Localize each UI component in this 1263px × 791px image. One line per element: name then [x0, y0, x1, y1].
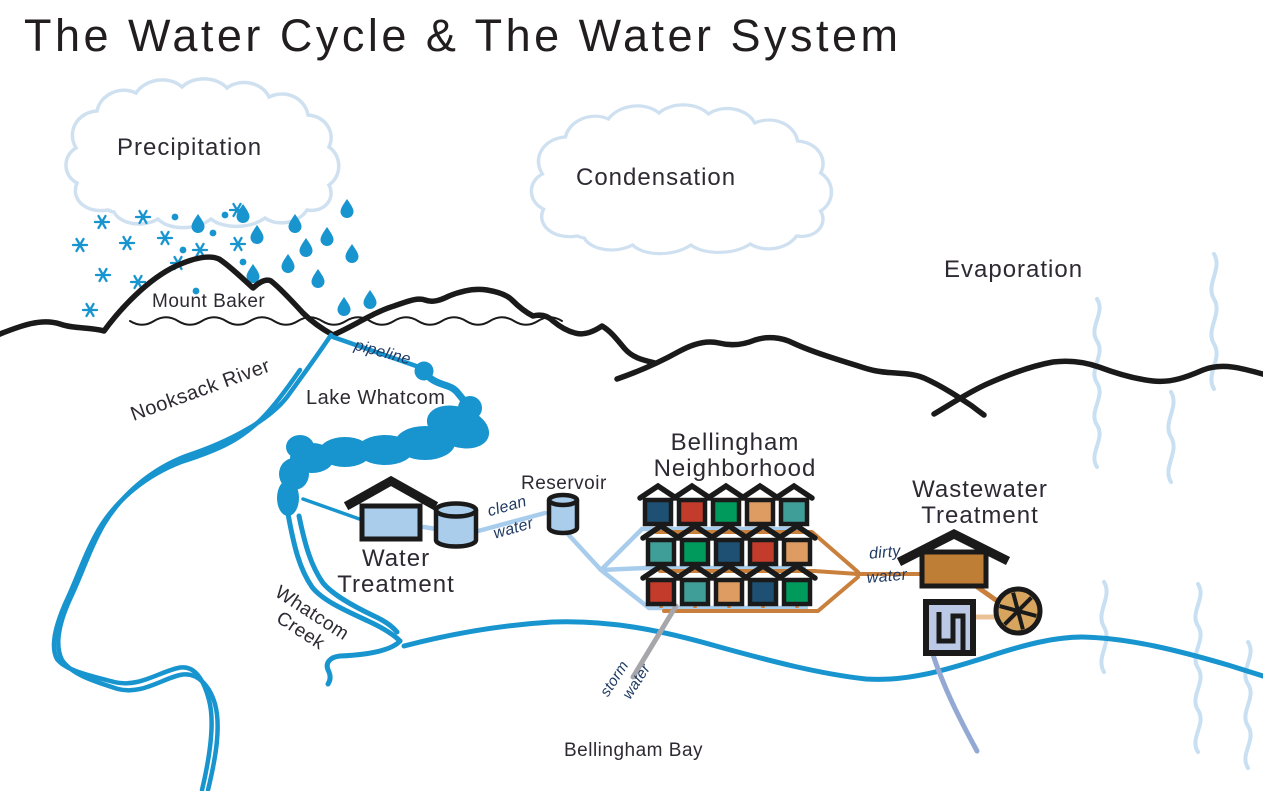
- bay-shoreline-icon: [401, 619, 1263, 682]
- evaporation-waves-icon: [1092, 252, 1253, 770]
- raindrop-icon: [340, 199, 354, 218]
- condensation-cloud-icon: [529, 103, 834, 256]
- house-icon: [705, 482, 747, 529]
- lake-whatcom-label: Lake Whatcom: [306, 387, 446, 409]
- lake-to-treatment-pipe: [301, 497, 367, 523]
- snowflake-icon: [229, 236, 247, 252]
- house-icon: [674, 562, 716, 608]
- raindrop-icon: [320, 227, 334, 246]
- sun-icon: [995, 0, 1263, 224]
- bellingham-neighborhood-label-line1: Bellingham: [670, 429, 800, 456]
- treatment-wheel-icon: [993, 586, 1043, 636]
- lake-whatcom-icon: [277, 396, 490, 516]
- storm-water-line: [630, 603, 679, 680]
- mount-baker-label: Mount Baker: [152, 291, 266, 312]
- raindrop-icon: [345, 244, 359, 263]
- snowflake-icon: [81, 302, 99, 318]
- precipitation-label: Precipitation: [117, 134, 263, 161]
- snowflake-icon: [71, 237, 89, 253]
- bellingham-neighborhood-label-line2: Neighborhood: [653, 454, 817, 482]
- mountains-icon: [0, 254, 1263, 418]
- reservoir-label: Reservoir: [521, 473, 607, 494]
- treatment-filter-icon: [923, 599, 976, 656]
- water-treatment-label-line1: Water: [361, 545, 431, 572]
- rain-dot-icon: [221, 211, 229, 219]
- snowflake-icon: [156, 230, 174, 246]
- wastewater-treatment-label-line2: Treatment: [921, 501, 1039, 529]
- house-icon: [742, 562, 784, 608]
- water-treatment-icon: [343, 475, 479, 549]
- wastewater-treatment-icon: [896, 528, 1011, 589]
- house-icon: [776, 562, 818, 608]
- reservoir-icon: [546, 492, 580, 536]
- rain-dot-icon: [171, 213, 179, 221]
- nooksack-river-icon: [51, 332, 334, 791]
- house-icon: [773, 482, 815, 529]
- raindrop-icon: [299, 238, 313, 257]
- house-icon: [742, 522, 784, 568]
- evaporation-label: Evaporation: [944, 256, 1084, 283]
- raindrop-icon: [363, 290, 377, 309]
- wastewater-treatment-label: Wastewater Treatment: [895, 477, 1065, 529]
- house-icon: [637, 482, 679, 529]
- house-icon: [640, 562, 682, 608]
- raindrop-icon: [250, 225, 264, 244]
- rain-dot-icon: [209, 229, 217, 237]
- bellingham-bay-label: Bellingham Bay: [564, 740, 704, 761]
- neighborhood-houses: [637, 482, 818, 608]
- whatcom-creek-icon: [285, 511, 403, 687]
- bellingham-neighborhood-label: Bellingham Neighborhood: [640, 430, 830, 482]
- house-icon: [640, 522, 682, 568]
- dirty-water-label: dirty water: [854, 539, 918, 592]
- house-icon: [671, 482, 713, 529]
- snowflake-icon: [94, 267, 112, 283]
- outfall-line: [929, 649, 980, 754]
- rain-dot-icon: [179, 246, 187, 254]
- wastewater-treatment-label-line1: Wastewater: [912, 476, 1048, 503]
- house-icon: [674, 522, 716, 568]
- house-icon: [739, 482, 781, 529]
- water-treatment-label-line2: Treatment: [337, 570, 455, 598]
- page-title: The Water Cycle & The Water System: [24, 10, 902, 61]
- raindrop-icon: [311, 269, 325, 288]
- rain-dot-icon: [239, 258, 247, 266]
- water-treatment-label: Water Treatment: [320, 546, 472, 598]
- raindrop-icon: [337, 297, 351, 316]
- house-icon: [708, 562, 750, 608]
- condensation-label: Condensation: [576, 164, 737, 191]
- house-icon: [708, 522, 750, 568]
- snowflake-icon: [93, 214, 111, 230]
- snowflake-icon: [118, 235, 136, 251]
- snowflake-icon: [191, 242, 209, 258]
- raindrop-icon: [281, 254, 295, 273]
